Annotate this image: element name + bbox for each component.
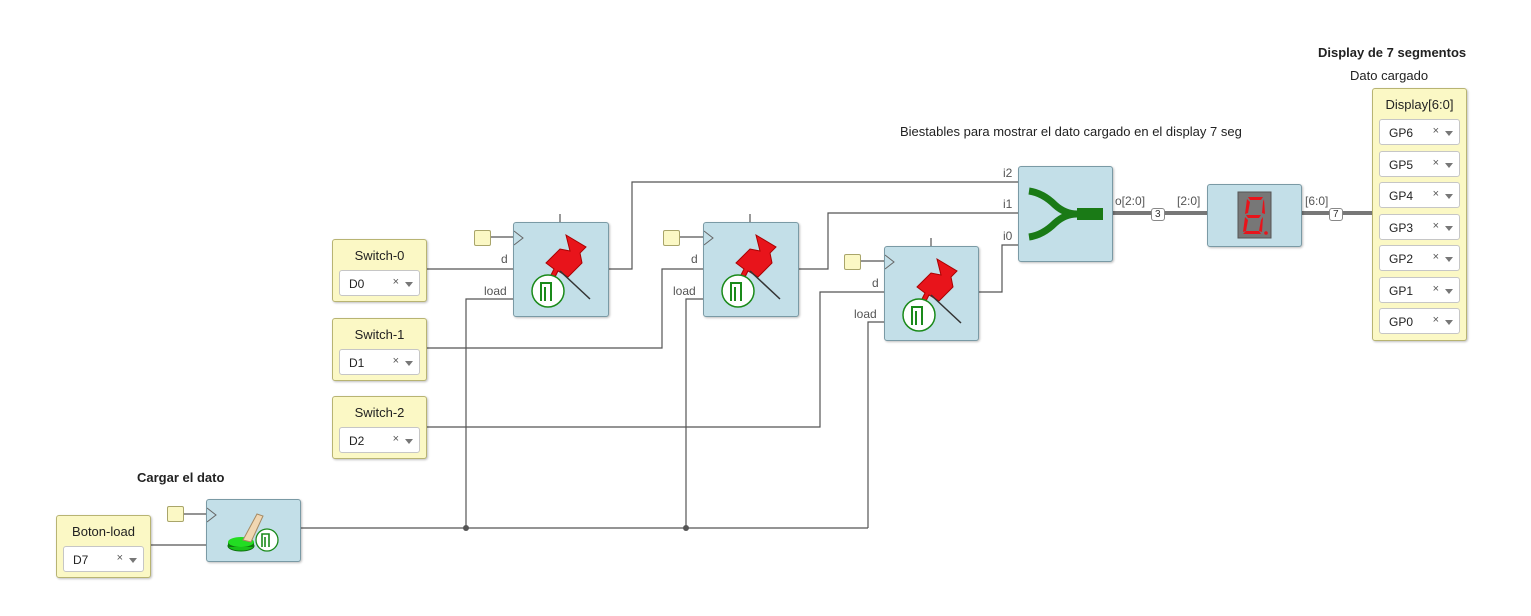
caret-down-icon[interactable] xyxy=(1445,194,1453,199)
dff-block-1[interactable] xyxy=(703,222,799,317)
pin-select-gp6[interactable]: GP6 × xyxy=(1379,119,1460,145)
clock-param-box[interactable] xyxy=(474,230,491,246)
pin-value: GP4 xyxy=(1389,189,1414,203)
pin-value: GP6 xyxy=(1389,126,1414,140)
port-label-load: load xyxy=(484,284,507,298)
caret-down-icon[interactable] xyxy=(1445,163,1453,168)
port-label-i1: i1 xyxy=(1003,197,1013,211)
pulse-icon xyxy=(255,528,279,552)
button-icon xyxy=(227,513,264,552)
pin-select[interactable]: D0 × xyxy=(339,270,420,296)
dff-block-2[interactable] xyxy=(884,246,979,341)
pin-value: GP1 xyxy=(1389,284,1414,298)
clear-icon[interactable]: × xyxy=(1432,283,1439,295)
pin-value: D0 xyxy=(349,277,365,291)
clear-icon[interactable]: × xyxy=(392,433,399,445)
port-label-seg-in: [2:0] xyxy=(1177,194,1201,208)
dff-block-0[interactable] xyxy=(513,222,609,317)
pulse-icon xyxy=(721,274,755,308)
pin-value: D7 xyxy=(73,553,89,567)
clear-icon[interactable]: × xyxy=(1432,314,1439,326)
input-label: Switch-0 xyxy=(354,248,405,263)
clock-param-box[interactable] xyxy=(663,230,680,246)
clock-param-box[interactable] xyxy=(844,254,861,270)
port-label-seg-out: [6:0] xyxy=(1305,194,1329,208)
input-switch-0[interactable]: Switch-0 D0 × xyxy=(332,239,427,302)
pulse-icon xyxy=(902,298,936,332)
input-label: Switch-1 xyxy=(354,327,405,342)
input-switch-2[interactable]: Switch-2 D2 × xyxy=(332,396,427,459)
clear-icon[interactable]: × xyxy=(392,355,399,367)
pin-value: D2 xyxy=(349,434,365,448)
clear-icon[interactable]: × xyxy=(116,552,123,564)
pin-value: GP5 xyxy=(1389,158,1414,172)
pin-value: GP2 xyxy=(1389,252,1414,266)
clear-icon[interactable]: × xyxy=(1432,251,1439,263)
clear-icon[interactable]: × xyxy=(1432,125,1439,137)
input-boton-load[interactable]: Boton-load D7 × xyxy=(56,515,151,578)
pin-select-gp4[interactable]: GP4 × xyxy=(1379,182,1460,208)
port-label-load: load xyxy=(854,307,877,321)
clear-icon[interactable]: × xyxy=(392,276,399,288)
caret-down-icon[interactable] xyxy=(129,558,137,563)
caret-down-icon[interactable] xyxy=(1445,226,1453,231)
input-label: Switch-2 xyxy=(354,405,405,420)
pin-value: D1 xyxy=(349,356,365,370)
seven-segment-block[interactable] xyxy=(1207,184,1302,247)
port-label-d: d xyxy=(691,252,698,266)
caret-down-icon[interactable] xyxy=(405,361,413,366)
note-biestables: Biestables para mostrar el dato cargado … xyxy=(900,124,1242,139)
clear-icon[interactable]: × xyxy=(1432,220,1439,232)
clear-icon[interactable]: × xyxy=(1432,188,1439,200)
port-label-load: load xyxy=(673,284,696,298)
port-label-d: d xyxy=(501,252,508,266)
pin-select-gp2[interactable]: GP2 × xyxy=(1379,245,1460,271)
pin-select-gp3[interactable]: GP3 × xyxy=(1379,214,1460,240)
joiner-icon xyxy=(1028,187,1103,241)
output-label: Display[6:0] xyxy=(1385,97,1454,112)
caret-down-icon[interactable] xyxy=(1445,320,1453,325)
caret-down-icon[interactable] xyxy=(1445,257,1453,262)
pin-value: GP3 xyxy=(1389,221,1414,235)
caret-down-icon[interactable] xyxy=(1445,289,1453,294)
port-label-o: o[2:0] xyxy=(1115,194,1146,208)
clear-icon[interactable]: × xyxy=(1432,157,1439,169)
button-block[interactable] xyxy=(206,499,301,562)
pin-select[interactable]: D2 × xyxy=(339,427,420,453)
bus-width-badge: 7 xyxy=(1329,208,1343,221)
input-label: Boton-load xyxy=(72,524,135,539)
clock-param-box[interactable] xyxy=(167,506,184,522)
pin-select-gp5[interactable]: GP5 × xyxy=(1379,151,1460,177)
note-display-title: Display de 7 segmentos xyxy=(1318,45,1467,60)
caret-down-icon[interactable] xyxy=(1445,131,1453,136)
pin-select-gp1[interactable]: GP1 × xyxy=(1379,277,1460,303)
bus-joiner-block[interactable] xyxy=(1018,166,1113,262)
port-label-i0: i0 xyxy=(1003,229,1013,243)
note-display-sub: Dato cargado xyxy=(1350,68,1429,83)
pin-select[interactable]: D1 × xyxy=(339,349,420,375)
pin-value: GP0 xyxy=(1389,315,1414,329)
bus-width-badge: 3 xyxy=(1151,208,1165,221)
pin-select[interactable]: D7 × xyxy=(63,546,144,572)
pin-select-gp0[interactable]: GP0 × xyxy=(1379,308,1460,334)
pulse-icon xyxy=(531,274,565,308)
port-label-i2: i2 xyxy=(1003,166,1013,180)
input-switch-1[interactable]: Switch-1 D1 × xyxy=(332,318,427,381)
caret-down-icon[interactable] xyxy=(405,439,413,444)
port-label-d: d xyxy=(872,276,879,290)
note-cargar: Cargar el dato xyxy=(137,470,225,485)
output-display[interactable]: Display[6:0] GP6 × GP5 × GP4 × GP3 × GP2… xyxy=(1372,88,1467,341)
seven-segment-icon xyxy=(1237,191,1272,239)
caret-down-icon[interactable] xyxy=(405,282,413,287)
